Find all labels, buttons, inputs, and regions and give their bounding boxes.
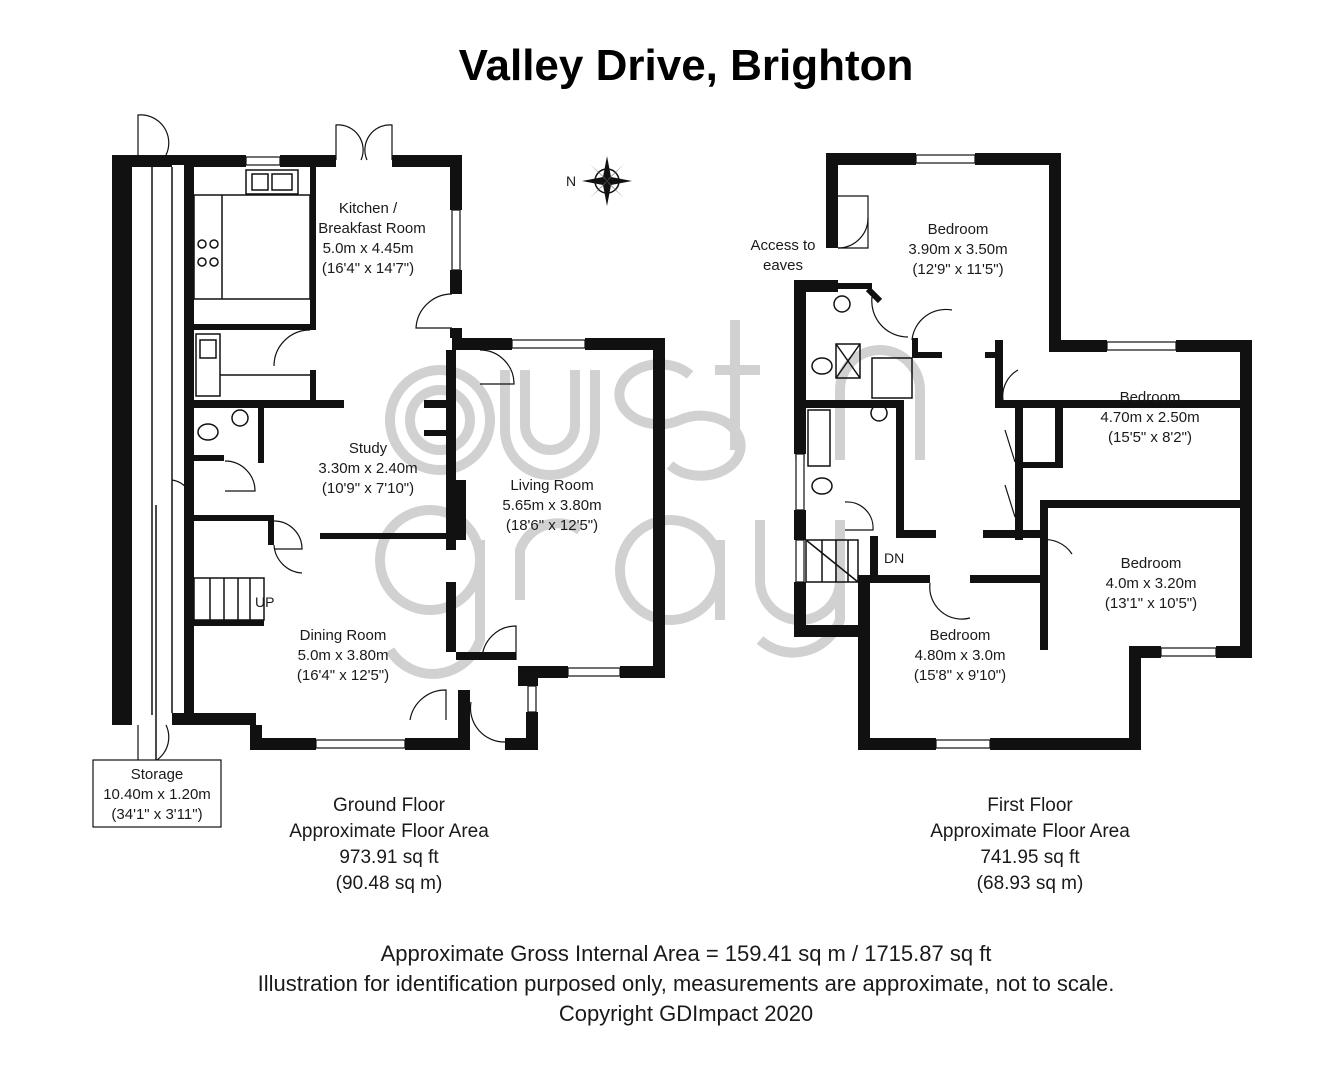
- svg-text:4.0m x 3.20m: 4.0m x 3.20m: [1106, 575, 1197, 592]
- svg-text:(15'5" x 8'2"): (15'5" x 8'2"): [1108, 429, 1192, 446]
- room-label-study: Study 3.30m x 2.40m (10'9" x 7'10"): [318, 440, 417, 497]
- svg-text:Living Room: Living Room: [510, 477, 593, 494]
- page-title: Valley Drive, Brighton: [459, 41, 914, 90]
- svg-text:Bedroom: Bedroom: [928, 221, 989, 238]
- svg-text:(90.48 sq m): (90.48 sq m): [336, 873, 443, 894]
- svg-text:Bedroom: Bedroom: [1121, 555, 1182, 572]
- svg-text:5.0m x 3.80m: 5.0m x 3.80m: [298, 647, 389, 664]
- first-floor-plan: DN Access to eaves Bedroom 3.90m x 3.50m…: [750, 153, 1252, 894]
- room-label-kitchen: Kitchen / Breakfast Room 5.0m x 4.45m (1…: [318, 200, 426, 277]
- room-label-storage: Storage 10.40m x 1.20m (34'1" x 3'11"): [103, 766, 211, 823]
- svg-text:Storage: Storage: [131, 766, 184, 783]
- first-floor-area: First Floor Approximate Floor Area 741.9…: [930, 795, 1130, 894]
- room-label-living: Living Room 5.65m x 3.80m (18'6" x 12'5"…: [502, 477, 601, 534]
- svg-text:4.80m x 3.0m: 4.80m x 3.0m: [915, 647, 1006, 664]
- svg-text:(16'4" x 14'7"): (16'4" x 14'7"): [322, 260, 414, 277]
- svg-text:741.95 sq ft: 741.95 sq ft: [980, 847, 1080, 868]
- svg-text:Study: Study: [349, 440, 388, 457]
- compass-rose-icon: N: [566, 156, 632, 206]
- svg-text:(34'1" x 3'11"): (34'1" x 3'11"): [111, 806, 202, 823]
- room-label-bedroom-2: Bedroom 4.70m x 2.50m (15'5" x 8'2"): [1100, 389, 1199, 446]
- svg-text:Approximate Floor Area: Approximate Floor Area: [930, 821, 1130, 842]
- svg-text:(12'9" x 11'5"): (12'9" x 11'5"): [912, 261, 1003, 278]
- footer-notes: Approximate Gross Internal Area = 159.41…: [258, 941, 1115, 1026]
- svg-text:Bedroom: Bedroom: [930, 627, 991, 644]
- storage-label-box: [92, 759, 222, 828]
- svg-text:(68.93 sq m): (68.93 sq m): [977, 873, 1084, 894]
- svg-text:Kitchen /: Kitchen /: [339, 200, 398, 217]
- svg-text:4.70m x 2.50m: 4.70m x 2.50m: [1100, 409, 1199, 426]
- svg-text:5.0m x 4.45m: 5.0m x 4.45m: [323, 240, 414, 257]
- svg-text:10.40m x 1.20m: 10.40m x 1.20m: [103, 786, 211, 803]
- svg-text:Breakfast Room: Breakfast Room: [318, 220, 426, 237]
- room-label-bedroom-1: Bedroom 3.90m x 3.50m (12'9" x 11'5"): [908, 221, 1007, 278]
- room-label-bedroom-4: Bedroom 4.80m x 3.0m (15'8" x 9'10"): [914, 627, 1006, 684]
- room-label-bedroom-3: Bedroom 4.0m x 3.20m (13'1" x 10'5"): [1105, 555, 1197, 612]
- compass-north-label: N: [566, 173, 576, 189]
- svg-text:(16'4" x 12'5"): (16'4" x 12'5"): [297, 667, 389, 684]
- svg-text:Bedroom: Bedroom: [1120, 389, 1181, 406]
- stair-down-label: DN: [884, 550, 904, 566]
- ground-floor-plan: UP Kitchen / Breakfast Room 5.0m x 4.45m…: [92, 114, 665, 894]
- svg-text:(15'8" x 9'10"): (15'8" x 9'10"): [914, 667, 1006, 684]
- svg-text:3.90m x 3.50m: 3.90m x 3.50m: [908, 241, 1007, 258]
- svg-text:(10'9" x 7'10"): (10'9" x 7'10"): [322, 480, 414, 497]
- svg-text:3.30m x 2.40m: 3.30m x 2.40m: [318, 460, 417, 477]
- room-label-eaves: Access to eaves: [750, 237, 815, 274]
- svg-text:Dining Room: Dining Room: [300, 627, 387, 644]
- svg-text:eaves: eaves: [763, 257, 803, 274]
- room-label-dining: Dining Room 5.0m x 3.80m (16'4" x 12'5"): [297, 627, 389, 684]
- disclaimer-note: Illustration for identification purposed…: [258, 971, 1115, 996]
- gross-area-note: Approximate Gross Internal Area = 159.41…: [381, 941, 992, 966]
- svg-text:Access to: Access to: [750, 237, 815, 254]
- svg-text:First Floor: First Floor: [987, 795, 1073, 816]
- copyright-note: Copyright GDImpact 2020: [559, 1001, 813, 1026]
- ground-floor-area: Ground Floor Approximate Floor Area 973.…: [289, 795, 489, 894]
- svg-text:5.65m x 3.80m: 5.65m x 3.80m: [502, 497, 601, 514]
- svg-text:(13'1" x 10'5"): (13'1" x 10'5"): [1105, 595, 1197, 612]
- svg-text:Approximate Floor Area: Approximate Floor Area: [289, 821, 489, 842]
- svg-text:(18'6" x 12'5"): (18'6" x 12'5"): [506, 517, 598, 534]
- svg-text:973.91 sq ft: 973.91 sq ft: [339, 847, 439, 868]
- stair-up-label: UP: [255, 594, 274, 610]
- svg-text:Ground Floor: Ground Floor: [333, 795, 446, 816]
